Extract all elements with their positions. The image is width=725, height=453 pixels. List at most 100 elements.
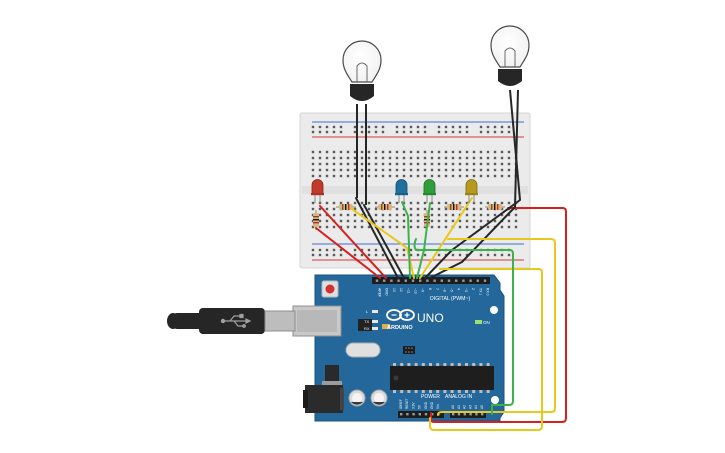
header-pin[interactable] bbox=[481, 413, 484, 416]
breadboard-hole bbox=[311, 156, 315, 160]
breadboard-hole bbox=[346, 162, 350, 166]
led-yellow[interactable] bbox=[465, 179, 478, 204]
resistor[interactable] bbox=[313, 210, 319, 230]
led-green[interactable] bbox=[423, 179, 436, 204]
bulb-right[interactable] bbox=[490, 25, 530, 208]
led-blue[interactable] bbox=[395, 179, 408, 204]
header-pin[interactable] bbox=[400, 413, 403, 416]
chip-leg bbox=[436, 363, 440, 366]
header-pin[interactable] bbox=[404, 279, 407, 282]
breadboard-hole bbox=[472, 150, 476, 154]
header-pin[interactable] bbox=[383, 279, 386, 282]
yellow-wire[interactable] bbox=[429, 268, 543, 431]
yellow-wire[interactable] bbox=[437, 238, 556, 416]
breadboard-hole bbox=[465, 213, 469, 217]
breadboard-hole bbox=[479, 219, 483, 223]
header-pin[interactable] bbox=[476, 279, 479, 282]
breadboard-hole bbox=[332, 174, 336, 178]
header-pin[interactable] bbox=[406, 413, 409, 416]
breadboard-hole bbox=[430, 174, 434, 178]
usb-port[interactable] bbox=[292, 305, 342, 337]
pin-label: 13 bbox=[392, 288, 396, 292]
header-pin[interactable] bbox=[469, 279, 472, 282]
header-pin[interactable] bbox=[419, 279, 422, 282]
arduino-logo bbox=[386, 309, 415, 321]
breadboard-hole bbox=[318, 150, 322, 154]
breadboard-hole bbox=[409, 225, 413, 229]
bulb-left[interactable] bbox=[342, 40, 382, 205]
header-pin[interactable] bbox=[431, 413, 434, 416]
rail-hole bbox=[437, 125, 441, 129]
header-pin[interactable] bbox=[452, 413, 455, 416]
bottom-header-pins bbox=[400, 413, 484, 416]
breadboard-hole bbox=[325, 201, 329, 205]
header-pin[interactable] bbox=[457, 413, 461, 416]
breadboard-hole bbox=[374, 174, 378, 178]
breadboard-hole bbox=[367, 156, 371, 160]
breadboard-hole bbox=[444, 207, 448, 211]
header-pin[interactable] bbox=[475, 413, 478, 416]
l-led bbox=[372, 310, 378, 313]
red-wire[interactable] bbox=[315, 227, 381, 279]
header-pin[interactable] bbox=[390, 279, 393, 282]
breadboard-hole bbox=[451, 156, 455, 160]
resistor[interactable] bbox=[485, 204, 505, 210]
yellow-wire[interactable] bbox=[351, 208, 415, 279]
green-wire[interactable] bbox=[401, 201, 411, 279]
breadboard-hole bbox=[332, 156, 336, 160]
header-pin[interactable] bbox=[469, 413, 472, 416]
led-red[interactable] bbox=[311, 179, 324, 204]
breadboard-hole bbox=[493, 150, 497, 154]
rail-hole bbox=[493, 253, 497, 257]
usb-cable[interactable] bbox=[167, 308, 296, 334]
header-pin[interactable] bbox=[411, 279, 415, 282]
rail-hole bbox=[332, 125, 336, 129]
digital-header-pins bbox=[375, 279, 487, 282]
resistor[interactable] bbox=[336, 204, 356, 210]
breadboard-hole bbox=[472, 174, 476, 178]
yellow-wire[interactable] bbox=[419, 197, 473, 279]
header-pin[interactable] bbox=[483, 279, 487, 282]
black-wire[interactable] bbox=[363, 204, 405, 279]
header-pin[interactable] bbox=[433, 279, 436, 282]
breadboard-hole bbox=[493, 156, 497, 160]
dc-power-jack[interactable] bbox=[303, 385, 344, 413]
breadboard-hole bbox=[388, 150, 392, 154]
breadboard-hole bbox=[318, 174, 322, 178]
header-pin[interactable] bbox=[418, 413, 421, 416]
breadboard-hole bbox=[381, 213, 385, 217]
header-pin[interactable] bbox=[424, 413, 428, 416]
breadboard-hole bbox=[465, 207, 469, 211]
header-pin[interactable] bbox=[455, 279, 458, 282]
breadboard-hole bbox=[311, 225, 315, 229]
header-pin[interactable] bbox=[463, 413, 466, 416]
resistor[interactable] bbox=[444, 204, 464, 210]
rail-hole bbox=[409, 248, 413, 252]
breadboard-hole bbox=[360, 219, 364, 223]
header-pin[interactable] bbox=[447, 279, 451, 282]
chip-leg bbox=[400, 390, 404, 393]
mount-hole bbox=[491, 396, 499, 404]
breadboard-hole bbox=[395, 168, 399, 172]
breadboard-hole bbox=[416, 207, 420, 211]
pin-label: 8 bbox=[428, 288, 432, 290]
breadboard-hole bbox=[332, 207, 336, 211]
header-pin[interactable] bbox=[426, 279, 429, 282]
black-wire[interactable] bbox=[429, 206, 516, 279]
header-pin[interactable] bbox=[397, 279, 400, 282]
breadboard-hole bbox=[339, 213, 343, 217]
breadboard-hole bbox=[423, 174, 427, 178]
green-wire[interactable] bbox=[413, 238, 514, 415]
header-pin[interactable] bbox=[375, 279, 379, 282]
header-pin[interactable] bbox=[412, 413, 415, 416]
red-wire[interactable] bbox=[430, 207, 567, 423]
red-wire[interactable] bbox=[319, 205, 387, 279]
header-pin[interactable] bbox=[462, 279, 465, 282]
resistor[interactable] bbox=[375, 204, 395, 210]
black-wire[interactable] bbox=[355, 197, 399, 279]
breadboard-hole bbox=[430, 219, 434, 223]
header-pin[interactable] bbox=[440, 279, 443, 282]
breadboard-hole bbox=[437, 213, 441, 217]
